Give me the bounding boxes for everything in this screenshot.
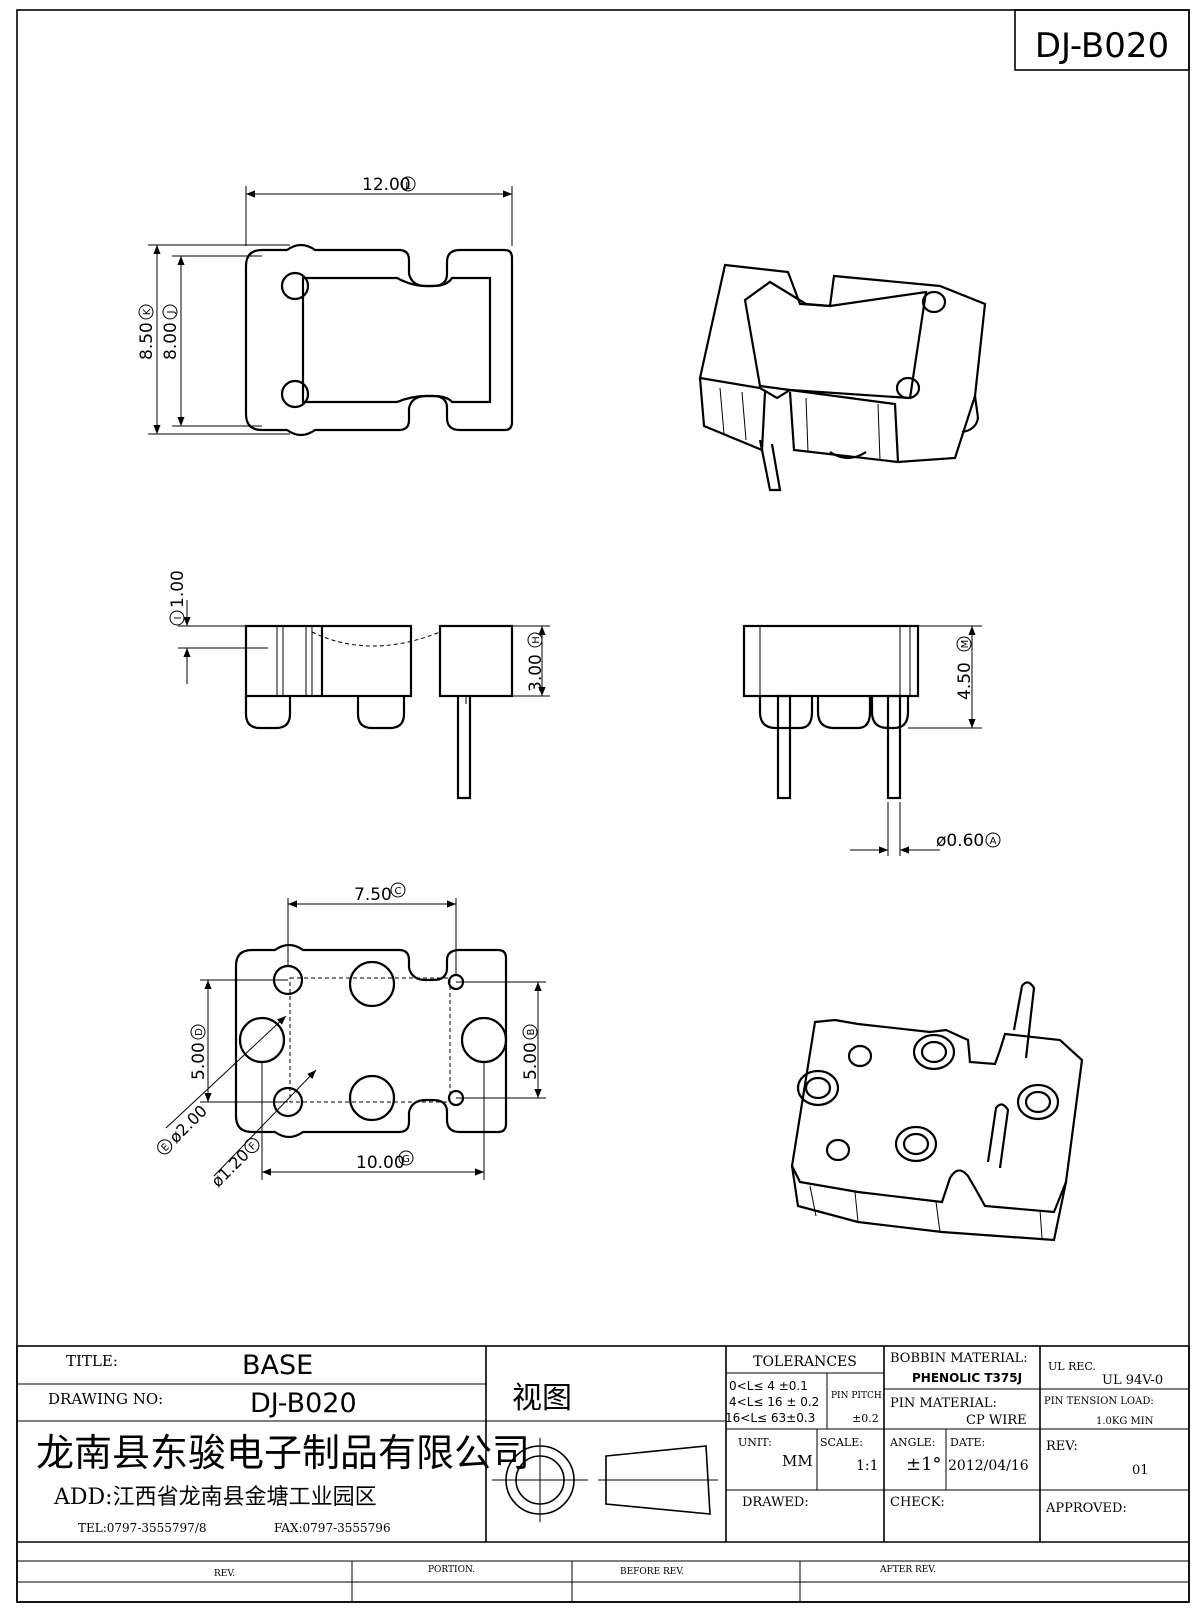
title-label: TITLE: xyxy=(66,1352,118,1370)
top-view: 12.00 L 8.50 K 8.00 J xyxy=(137,175,514,437)
angle-value: ±1° xyxy=(906,1454,942,1475)
company-address: ADD:江西省龙南县金塘工业园区 xyxy=(53,1485,377,1510)
dim-bottom-pitch-tag: G xyxy=(402,1154,410,1165)
dim-front-height: 4.50 xyxy=(955,662,975,700)
pin-material-label: PIN MATERIAL: xyxy=(890,1396,997,1411)
dim-side-height-tag: H xyxy=(531,636,542,644)
footer-before: BEFORE REV. xyxy=(620,1567,684,1577)
dim-top-width: 12.00 xyxy=(362,175,411,195)
angle-label: ANGLE: xyxy=(889,1436,935,1449)
tol-row1: 0<L≤ 4 ±0.1 xyxy=(729,1379,808,1393)
front-view: 4.50 M ø0.60 A xyxy=(742,624,1001,856)
dim-bottom-pitch-top-tag: C xyxy=(395,886,402,897)
dim-top-height-outer: 8.50 xyxy=(137,322,157,360)
footer-portion: PORTION. xyxy=(428,1565,475,1575)
unit-label: UNIT: xyxy=(738,1436,772,1449)
side-view: 1.00 I 3.00 H xyxy=(168,570,550,800)
dim-top-height-inner: 8.00 xyxy=(161,322,181,360)
dim-top-height-inner-tag: J xyxy=(166,311,177,315)
iso-top-view xyxy=(698,263,987,492)
bobbin-material-label: BOBBIN MATERIAL: xyxy=(890,1351,1028,1366)
scale-value: 1:1 xyxy=(856,1458,879,1474)
drawing-no-value: DJ-B020 xyxy=(250,1388,357,1419)
title-value: BASE xyxy=(242,1350,313,1381)
check-label: CHECK: xyxy=(890,1495,945,1510)
pin-tension-label: PIN TENSION LOAD: xyxy=(1044,1396,1154,1407)
dim-bottom-right-span-tag: B xyxy=(526,1028,537,1035)
drawing-code-box: DJ-B020 xyxy=(1014,9,1190,71)
dim-front-height-tag: M xyxy=(960,640,971,649)
view-label: 视图 xyxy=(512,1381,572,1416)
dim-top-width-tag: L xyxy=(405,181,411,192)
rev-label: REV: xyxy=(1046,1439,1078,1454)
scale-label: SCALE: xyxy=(820,1436,863,1449)
ul-rec-label: UL REC. xyxy=(1048,1360,1096,1373)
dim-boss-dia-tag: E xyxy=(160,1142,172,1154)
pin-pitch-value: ±0.2 xyxy=(852,1412,879,1425)
drawed-label: DRAWED: xyxy=(742,1495,809,1510)
unit-value: MM xyxy=(782,1452,813,1470)
dim-bottom-left-span: 5.00 xyxy=(189,1042,209,1080)
footer-rev: REV. xyxy=(214,1569,235,1579)
dim-side-flange: 1.00 xyxy=(168,570,188,608)
pin-material-value: CP WIRE xyxy=(966,1413,1027,1428)
dim-bottom-pitch: 10.00 xyxy=(356,1153,405,1173)
dim-side-flange-tag: I xyxy=(173,617,184,620)
bobbin-material-value: PHENOLIC T375J xyxy=(912,1371,1022,1385)
company-tel: TEL:0797-3555797/8 xyxy=(78,1521,207,1535)
dim-top-height-outer-tag: K xyxy=(142,308,153,315)
dim-pin-dia: ø0.60 xyxy=(936,831,984,851)
dim-pin-dia-tag: A xyxy=(990,836,997,847)
footer-after: AFTER REV. xyxy=(879,1565,936,1575)
tolerances-label: TOLERANCES xyxy=(753,1354,857,1370)
company-fax: FAX:0797-3555796 xyxy=(274,1521,391,1535)
pin-pitch-label: PIN PITCH xyxy=(831,1391,882,1401)
dim-bottom-pitch-top: 7.50 xyxy=(354,885,392,905)
date-label: DATE: xyxy=(950,1436,985,1449)
bottom-view: 7.50 C 5.00 D 5.00 B ø2.00 E ø1.20 F xyxy=(157,882,546,1191)
dim-hole-dia: ø1.20 xyxy=(207,1145,253,1191)
tol-row3: 16<L≤ 63±0.3 xyxy=(725,1411,815,1425)
drawing-code: DJ-B020 xyxy=(1035,26,1169,66)
dim-side-height: 3.00 xyxy=(526,654,546,692)
dim-bottom-left-span-tag: D xyxy=(194,1028,205,1036)
title-block: TITLE: BASE DRAWING NO: DJ-B020 龙南县东骏电子制… xyxy=(16,1345,1190,1603)
iso-bottom-view xyxy=(790,981,1084,1242)
drawing-no-label: DRAWING NO: xyxy=(48,1390,163,1408)
tol-row2: 4<L≤ 16 ± 0.2 xyxy=(729,1395,819,1409)
rev-value: 01 xyxy=(1132,1463,1149,1478)
dim-bottom-right-span: 5.00 xyxy=(521,1042,541,1080)
approved-label: APPROVED: xyxy=(1045,1501,1127,1516)
pin-tension-value: 1.0KG MIN xyxy=(1096,1416,1154,1427)
ul-rec-value: UL 94V-0 xyxy=(1102,1373,1163,1388)
date-value: 2012/04/16 xyxy=(948,1458,1029,1474)
company-name: 龙南县东骏电子制品有限公司 xyxy=(36,1431,530,1475)
dim-boss-dia: ø2.00 xyxy=(165,1101,211,1147)
